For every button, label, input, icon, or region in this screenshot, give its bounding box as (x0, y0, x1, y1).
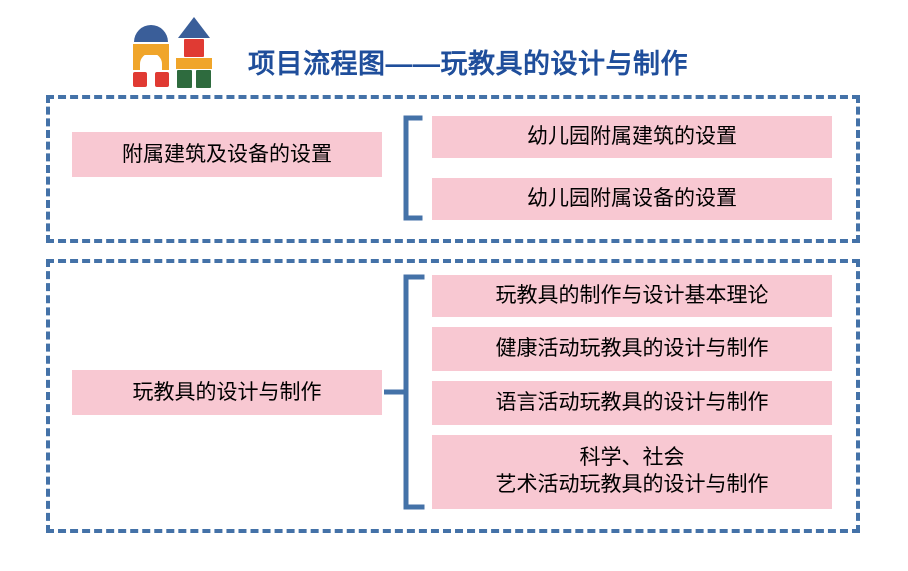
group-2-child-1[interactable]: 健康活动玩教具的设计与制作 (432, 327, 832, 371)
page-title: 项目流程图——玩教具的设计与制作 (248, 49, 688, 79)
group-container-1: 附属建筑及设备的设置 幼儿园附属建筑的设置 幼儿园附属设备的设置 (46, 95, 860, 243)
group-2-child-2[interactable]: 语言活动玩教具的设计与制作 (432, 381, 832, 425)
group-container-2: 玩教具的设计与制作 玩教具的制作与设计基本理论 健康活动玩教具的设计与制作 语言… (46, 259, 860, 533)
group-2-parent-node[interactable]: 玩教具的设计与制作 (72, 370, 382, 415)
group-1-child-0[interactable]: 幼儿园附属建筑的设置 (432, 116, 832, 158)
building-blocks-icon (124, 16, 216, 88)
bracket-icon (394, 115, 428, 221)
page-header: 项目流程图——玩教具的设计与制作 (0, 0, 908, 95)
group-2-child-0[interactable]: 玩教具的制作与设计基本理论 (432, 275, 832, 317)
group-2-child-3[interactable]: 科学、社会 艺术活动玩教具的设计与制作 (432, 435, 832, 509)
brace-icon (382, 274, 430, 510)
group-1-child-1[interactable]: 幼儿园附属设备的设置 (432, 178, 832, 220)
group-1-parent-node[interactable]: 附属建筑及设备的设置 (72, 132, 382, 177)
